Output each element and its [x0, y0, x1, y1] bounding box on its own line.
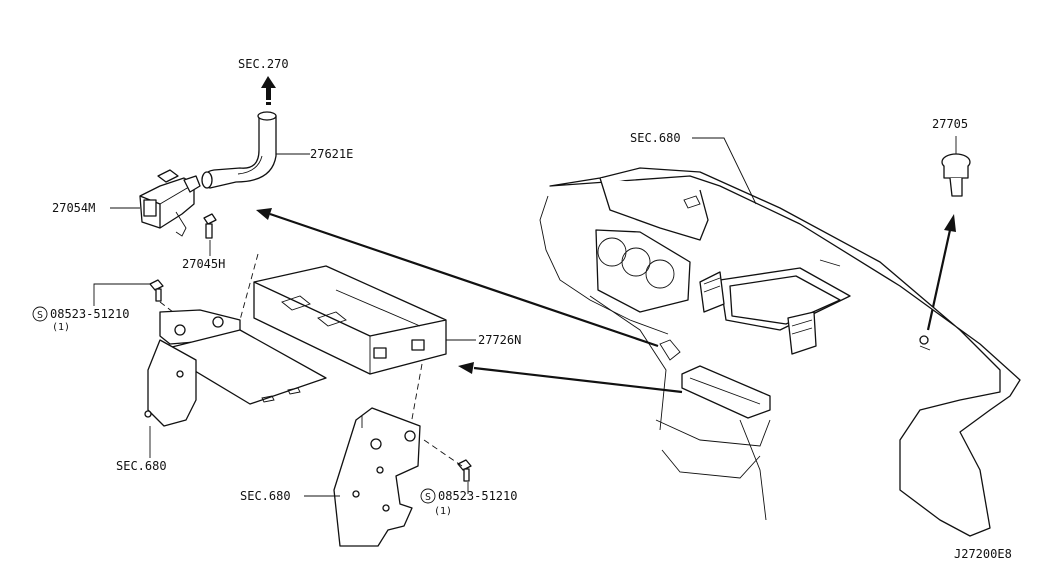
label-screw-2-symbol: S [425, 492, 431, 503]
leader-sec680-top [692, 137, 757, 205]
screw-2-axis [423, 439, 463, 467]
screw-1[interactable] [149, 279, 164, 302]
arrow-to-ecu [458, 362, 683, 394]
screw-1-symbol [32, 306, 48, 322]
drawing-number: J27200E8 [954, 547, 1012, 561]
sec270-arrow [261, 76, 276, 105]
label-27726n: 27726N [478, 333, 521, 347]
control-unit-27726n[interactable] [253, 265, 447, 375]
label-27705: 27705 [932, 117, 968, 131]
hose-27621e[interactable] [201, 111, 277, 189]
screw-2[interactable] [457, 459, 472, 482]
arrow-to-clip [926, 214, 956, 331]
label-sec680-top: SEC.680 [630, 131, 681, 145]
bracket-left-sec680[interactable] [144, 309, 327, 427]
bolt-27045h[interactable] [203, 213, 217, 239]
label-sec680-left: SEC.680 [116, 459, 167, 473]
label-screw-1-qty: (1) [52, 322, 70, 333]
clip-27705[interactable] [941, 153, 971, 197]
arrow-to-sensor [256, 208, 659, 348]
instrument-panel-sec680[interactable] [539, 167, 1021, 537]
label-screw-1-number: 08523-51210 [50, 307, 129, 321]
label-27054m: 27054M [52, 201, 95, 215]
screw-2-symbol [420, 488, 436, 504]
screw-1-axis [159, 301, 187, 323]
label-screw-2-qty: (1) [434, 506, 452, 517]
ecu-assembly-line-1 [239, 253, 259, 321]
label-sec680-bottom: SEC.680 [240, 489, 291, 503]
label-sec270: SEC.270 [238, 57, 289, 71]
label-screw-2-number: 08523-51210 [438, 489, 517, 503]
label-screw-1-symbol: S [37, 310, 43, 321]
bracket-bottom-sec680[interactable] [333, 407, 421, 547]
sensor-27054m[interactable] [139, 169, 201, 237]
label-27045h: 27045H [182, 257, 225, 271]
leader-screw-1 [93, 283, 150, 306]
ecu-assembly-line-2 [409, 363, 423, 431]
label-27621e: 27621E [310, 147, 353, 161]
